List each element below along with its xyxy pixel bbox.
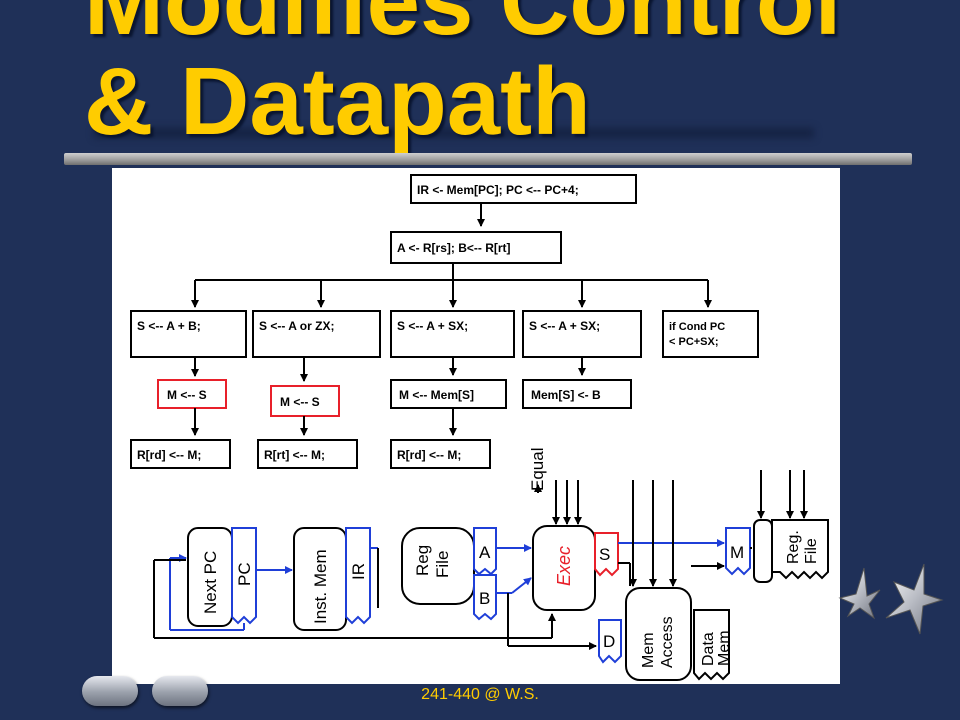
a-register <box>473 527 497 576</box>
state-decode-box <box>390 231 562 264</box>
state-fetch-box <box>410 174 637 204</box>
state-diagram <box>130 174 759 469</box>
state-diagram-text: IR <- Mem[PC]; PC <-- PC+4; A <- R[rs]; … <box>137 183 725 462</box>
data-mem-block <box>693 609 730 681</box>
diagram-svg: IR <- Mem[PC]; PC <-- PC+4; A <- R[rs]; … <box>130 174 829 681</box>
d-label: D <box>603 632 615 651</box>
next-pc-label: Next PC <box>201 551 220 614</box>
datapath <box>153 470 829 681</box>
pc-label: PC <box>235 562 254 586</box>
mem-access-label-1: Mem <box>640 632 657 668</box>
ir-label: IR <box>349 563 368 580</box>
s-register <box>594 532 619 577</box>
previous-slide-button[interactable] <box>82 676 138 706</box>
reg-file-2-label-2: File <box>803 538 820 564</box>
diagram-panel: IR <- Mem[PC]; PC <-- PC+4; A <- R[rs]; … <box>112 168 840 684</box>
mem-access-label-2: Access <box>659 616 676 668</box>
data-mem-label-2: Mem <box>716 630 733 666</box>
reg-file-label-1: Reg <box>413 545 432 576</box>
state-mem-4-box <box>522 379 632 409</box>
title-line-1: Modifies Control <box>84 0 842 55</box>
state-branch-label-1: if Cond PC <box>669 321 725 333</box>
state-exec-4-box <box>522 310 642 358</box>
state-mem-1-box <box>157 379 227 409</box>
star-small-icon <box>838 567 881 620</box>
state-wb-2-box <box>257 439 358 469</box>
state-wb-1-box <box>130 439 231 469</box>
equal-label: Equal <box>528 448 547 491</box>
state-wb-1-label: R[rd] <-- M; <box>137 448 201 462</box>
state-exec-1-box <box>130 310 247 358</box>
title-underline-bar <box>64 153 912 165</box>
b-label: B <box>479 589 490 608</box>
state-mem-3-label: M <-- Mem[S] <box>399 388 474 402</box>
m-label: M <box>730 543 744 562</box>
next-slide-button[interactable] <box>152 676 208 706</box>
exec-label: Exec <box>554 546 574 586</box>
state-wb-3-box <box>390 439 491 469</box>
b-register <box>473 574 497 621</box>
reg-file-2-block <box>771 519 829 580</box>
state-wb-3-label: R[rd] <-- M; <box>397 448 461 462</box>
state-exec-1-label: S <-- A + B; <box>137 319 201 333</box>
state-exec-2-label: S <-- A or ZX; <box>259 319 334 333</box>
state-exec-3-label: S <-- A + SX; <box>397 319 468 333</box>
reg-file-2-label-1: Reg. <box>785 530 802 564</box>
state-mem-2-label: M <-- S <box>280 395 320 409</box>
state-exec-4-label: S <-- A + SX; <box>529 319 600 333</box>
d-register <box>598 619 622 664</box>
state-fetch-label: IR <- Mem[PC]; PC <-- PC+4; <box>417 183 579 197</box>
state-decode-label: A <- R[rs]; B<-- R[rt] <box>397 241 511 255</box>
inst-mem-label: Inst. Mem <box>311 549 330 624</box>
state-exec-2-box <box>252 310 381 358</box>
m-register <box>725 527 751 576</box>
state-mem-1-label: M <-- S <box>167 388 207 402</box>
pc-register <box>231 527 257 625</box>
state-mem-4-label: Mem[S] <- B <box>531 388 601 402</box>
s-label: S <box>599 545 610 564</box>
state-branch-box <box>662 310 759 358</box>
state-branch-label-2: < PC+SX; <box>669 336 719 348</box>
a-label: A <box>479 543 491 562</box>
title-line-2: & Datapath <box>84 48 591 155</box>
title-shadow <box>94 128 814 138</box>
reg-file-label-2: File <box>433 551 452 578</box>
state-wb-2-label: R[rt] <-- M; <box>264 448 325 462</box>
state-mem-3-box <box>390 379 507 409</box>
data-mem-label-1: Data <box>700 632 717 666</box>
ir-register <box>345 527 371 625</box>
write-mux <box>753 519 773 583</box>
decorative-stars <box>838 563 944 635</box>
mem-access-block <box>625 587 692 681</box>
star-large-icon <box>885 563 944 635</box>
state-exec-3-box <box>390 310 515 358</box>
datapath-text: Next PC PC Inst. Mem IR Reg File A B Equ… <box>201 448 820 668</box>
slide-title: Modifies Control & Datapath <box>84 0 841 152</box>
footer-text: 241-440 @ W.S. <box>421 686 539 703</box>
